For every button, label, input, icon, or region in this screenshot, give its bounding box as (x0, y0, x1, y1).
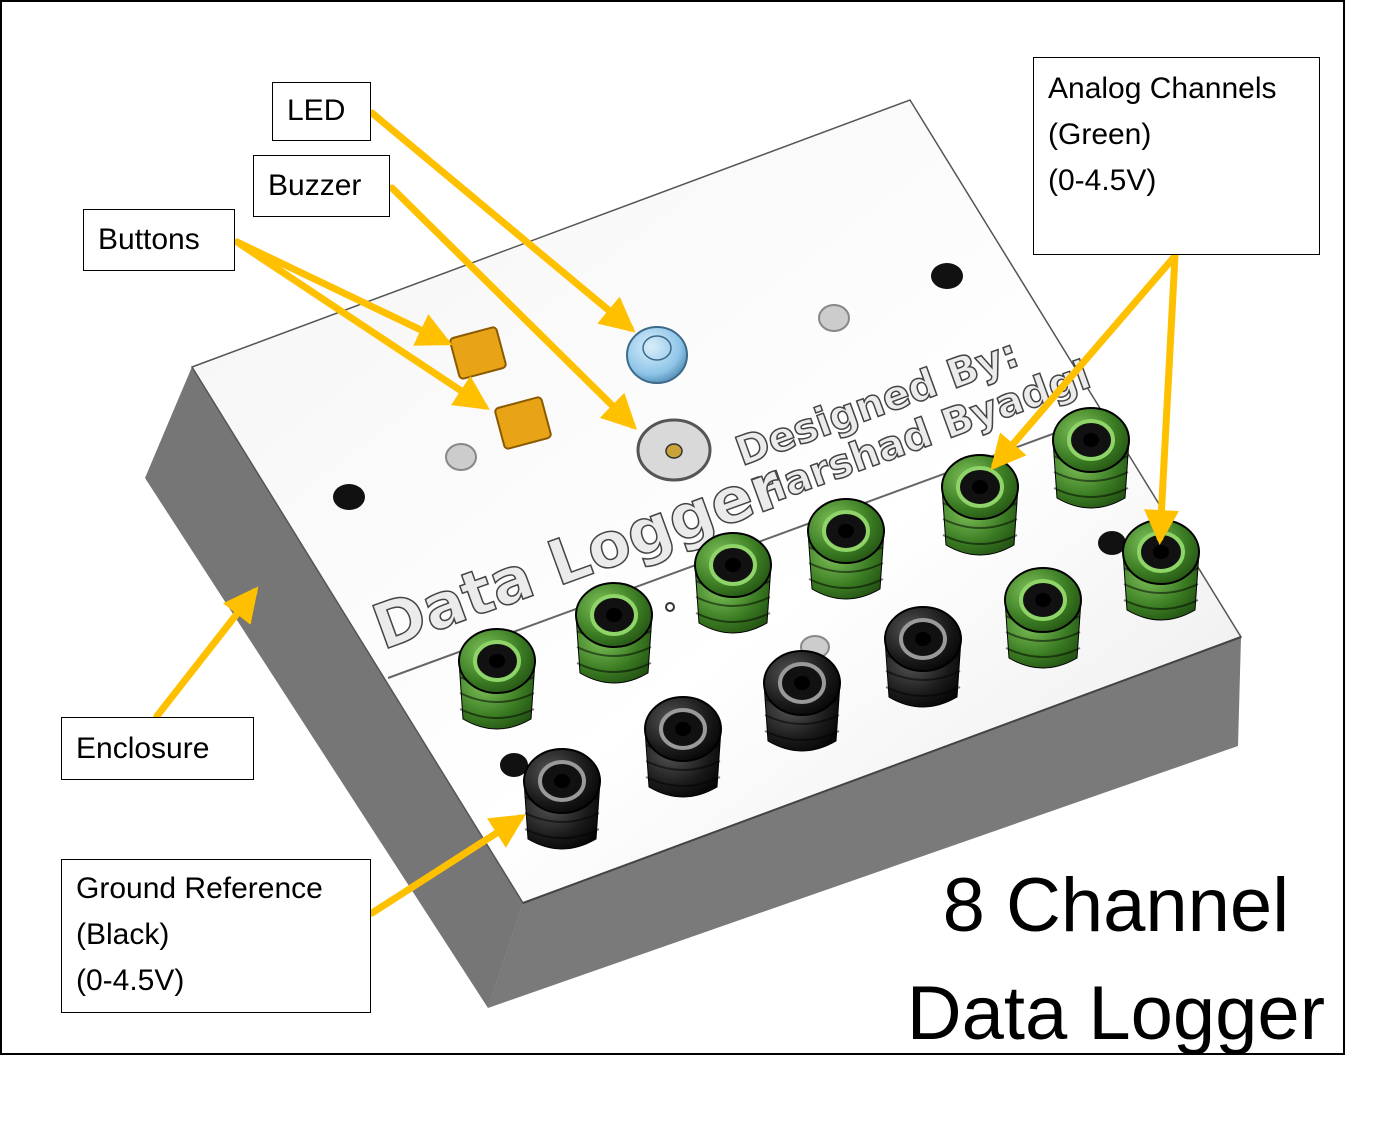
buzzer-component (636, 418, 712, 482)
analog-jack (941, 454, 1019, 556)
ground-jack (644, 696, 722, 798)
analog-jack (807, 498, 885, 600)
arrow-ground (368, 814, 526, 917)
enclosure-label: Enclosure (61, 717, 254, 780)
push-buttons (449, 326, 552, 450)
screw-hole (931, 263, 963, 289)
push-button (449, 326, 507, 380)
analog-jack (694, 532, 772, 634)
callout-arrows (153, 109, 1179, 917)
arrow-analog-2 (1144, 252, 1179, 545)
analog-jack (458, 628, 536, 730)
buttons-label: Buttons (83, 209, 235, 271)
arrow-buzzer (388, 184, 637, 430)
enclosure-front-face (488, 637, 1241, 1008)
standoff (445, 443, 477, 471)
screw-hole (1098, 531, 1126, 555)
enclosure (145, 99, 1243, 1008)
led-component (626, 326, 688, 384)
title-line-2: Data Logger (906, 971, 1325, 1056)
front-edge-line (522, 636, 1242, 904)
figure-title: 8 Channel Data Logger (907, 852, 1325, 1068)
analog-jack (1052, 407, 1130, 509)
ground-jack (763, 650, 841, 752)
buzzer-label: Buzzer (253, 155, 390, 217)
push-button (494, 396, 552, 450)
led-label: LED (272, 82, 371, 141)
arrow-enclosure (153, 586, 259, 720)
arrow-button-2 (233, 238, 490, 410)
enclosure-left-side (145, 367, 523, 1008)
ground-reference-label: Ground Reference (Black) (0-4.5V) (61, 859, 371, 1013)
title-line-1: 8 Channel (942, 863, 1290, 948)
analog-channels-label: Analog Channels (Green) (0-4.5V) (1033, 57, 1320, 255)
mounting-holes (333, 263, 1126, 777)
ground-jacks (523, 606, 962, 850)
analog-jack (1004, 567, 1082, 669)
arrow-led (368, 109, 636, 333)
arrow-analog-1 (990, 252, 1179, 471)
analog-jacks (458, 407, 1200, 730)
small-hole (665, 602, 675, 612)
screw-hole (333, 484, 365, 510)
screw-hole (500, 753, 528, 777)
standoff (818, 304, 850, 332)
arrow-button-1 (233, 238, 453, 346)
analog-jack (575, 582, 653, 684)
ground-jack (884, 606, 962, 708)
ground-jack (523, 748, 601, 850)
